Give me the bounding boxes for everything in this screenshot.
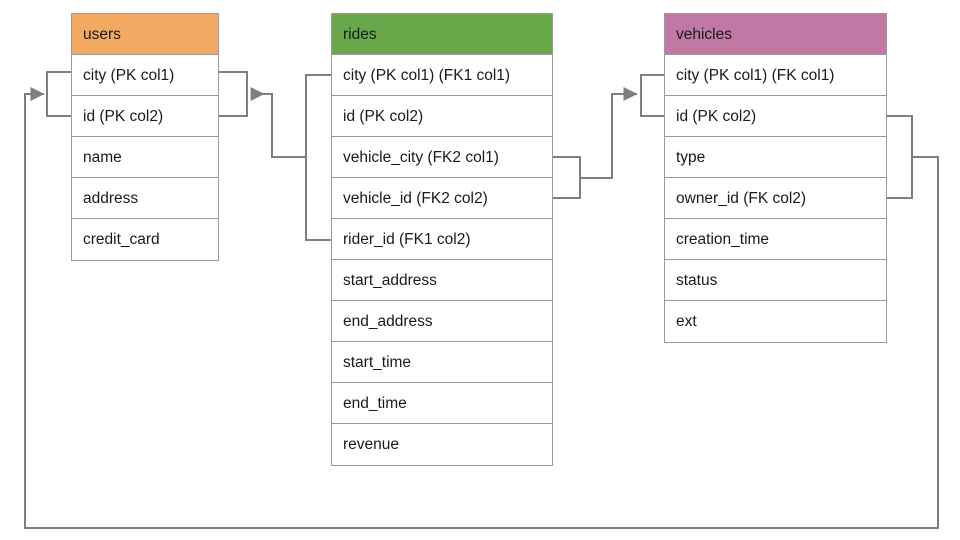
rides-fk1-link [250,87,307,158]
table-row[interactable]: type [665,137,886,178]
table-row[interactable]: owner_id (FK col2) [665,178,886,219]
table-row[interactable]: credit_card [72,219,218,260]
table-row[interactable]: id (PK col2) [72,96,218,137]
table-row[interactable]: id (PK col2) [332,96,552,137]
table-row[interactable]: city (PK col1) (FK1 col1) [332,55,552,96]
vehicles-left-bracket [640,74,665,117]
table-row[interactable]: vehicle_id (FK2 col2) [332,178,552,219]
table-row[interactable]: id (PK col2) [665,96,886,137]
rides-fk2-bracket [552,156,581,199]
table-users[interactable]: users city (PK col1) id (PK col2) name a… [71,13,219,261]
table-row[interactable]: end_time [332,383,552,424]
table-row[interactable]: creation_time [665,219,886,260]
table-row[interactable]: address [72,178,218,219]
table-row[interactable]: name [72,137,218,178]
vehicles-right-bracket [886,115,913,199]
table-row[interactable]: start_time [332,342,552,383]
table-row[interactable]: ext [665,301,886,342]
rides-fk2-link [579,87,638,179]
table-vehicles[interactable]: vehicles city (PK col1) (FK col1) id (PK… [664,13,887,343]
table-row[interactable]: start_address [332,260,552,301]
table-row[interactable]: city (PK col1) [72,55,218,96]
table-row[interactable]: rider_id (FK1 col2) [332,219,552,260]
table-vehicles-title: vehicles [665,14,886,55]
rides-fk1-bracket [305,74,332,241]
users-right-bracket [218,71,248,117]
table-users-title: users [72,14,218,55]
table-row[interactable]: end_address [332,301,552,342]
table-row[interactable]: status [665,260,886,301]
table-row[interactable]: revenue [332,424,552,465]
table-row[interactable]: vehicle_city (FK2 col1) [332,137,552,178]
table-rides[interactable]: rides city (PK col1) (FK1 col1) id (PK c… [331,13,553,466]
users-left-bracket [46,71,72,117]
table-row[interactable]: city (PK col1) (FK col1) [665,55,886,96]
table-rides-title: rides [332,14,552,55]
